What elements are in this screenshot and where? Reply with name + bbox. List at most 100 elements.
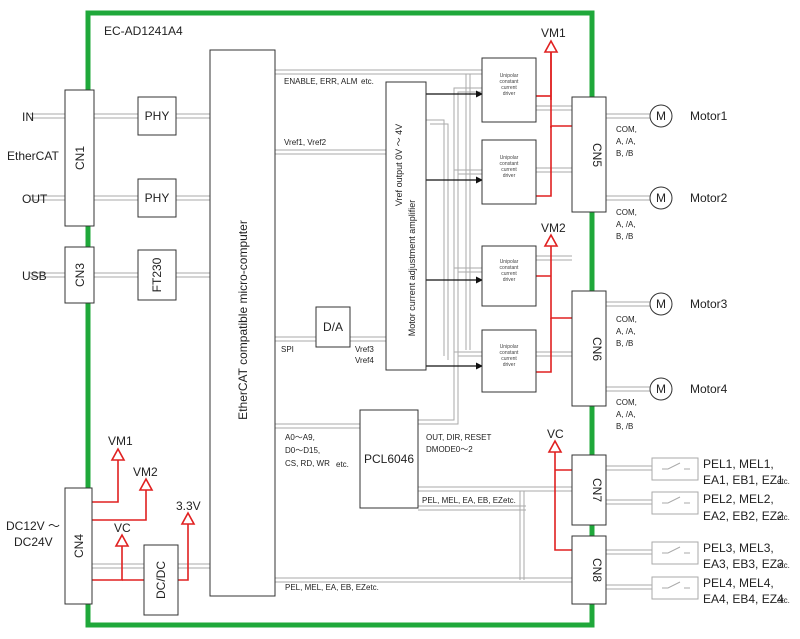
cn3-label: CN3 (73, 263, 87, 287)
ft230-block (137, 249, 177, 301)
svg-text:constant: constant (500, 161, 520, 167)
vref-arrows (426, 90, 483, 370)
sensor-switches (651, 457, 699, 600)
vref-out-label: Vref output 0V ～ 4V (394, 124, 404, 206)
motor-pin-labels: COM, A, /A, B, /B COM, A, /A, B, /B COM,… (616, 125, 637, 431)
svg-text:COM,: COM, (616, 398, 637, 407)
amp-block (385, 81, 427, 371)
out-dir-label: OUT, DIR, RESET (426, 433, 491, 442)
addr-label-1: A0～A9, (285, 433, 315, 442)
motor-2-symbol: M (656, 191, 666, 205)
svg-text:PEL4, MEL4,: PEL4, MEL4, (703, 576, 774, 590)
vm1-label-left: VM1 (108, 434, 133, 448)
svg-text:COM,: COM, (616, 315, 637, 324)
svg-text:Unipolar: Unipolar (500, 259, 519, 265)
ethercat-label: EtherCAT (7, 149, 59, 163)
motor-4-name: Motor4 (690, 382, 728, 396)
svg-text:Unipolar: Unipolar (500, 344, 519, 350)
ft230-label: FT230 (150, 257, 164, 292)
svg-text:B, /B: B, /B (616, 422, 633, 431)
svg-text:etc.: etc. (777, 513, 790, 522)
phy-block-1 (137, 96, 177, 136)
svg-text:constant: constant (500, 265, 520, 271)
svg-text:EA4, EB4, EZ4: EA4, EB4, EZ4 (703, 592, 784, 606)
svg-text:driver: driver (503, 362, 516, 368)
motor-3-name: Motor3 (690, 297, 728, 311)
svg-text:EA1, EB1, EZ1: EA1, EB1, EZ1 (703, 473, 784, 487)
cn6-label: CN6 (590, 337, 604, 361)
svg-text:COM,: COM, (616, 208, 637, 217)
cn1-label: CN1 (73, 146, 87, 170)
driver-block-1 (481, 57, 537, 123)
cn1-connector (64, 89, 95, 227)
driver-block-2 (481, 139, 537, 205)
vm2-label-mid: VM2 (541, 221, 566, 235)
svg-text:current: current (501, 271, 517, 277)
power-symbols (110, 39, 563, 547)
motor-1-name: Motor1 (690, 109, 728, 123)
signal-buses (30, 69, 652, 590)
svg-text:Unipolar: Unipolar (500, 73, 519, 79)
svg-text:B, /B: B, /B (616, 339, 633, 348)
addr-label-2: D0～D15, (285, 446, 320, 455)
svg-text:constant: constant (500, 79, 520, 85)
svg-text:B, /B: B, /B (616, 232, 633, 241)
motor-4-symbol: M (656, 382, 666, 396)
da-label: D/A (323, 320, 343, 334)
dcdc-label: DC/DC (154, 561, 168, 599)
svg-text:EA3, EB3, EZ3: EA3, EB3, EZ3 (703, 557, 784, 571)
svg-text:B, /B: B, /B (616, 149, 633, 158)
phy-label-1: PHY (145, 109, 170, 123)
phy-block-2 (137, 178, 177, 218)
cn5-connector (571, 96, 607, 213)
svg-text:etc.: etc. (777, 477, 790, 486)
svg-text:EA2, EB2, EZ2: EA2, EB2, EZ2 (703, 509, 784, 523)
cn7-connector (571, 454, 607, 526)
usb-label: USB (22, 269, 47, 283)
svg-text:A, /A,: A, /A, (616, 327, 636, 336)
mcu-label: EtherCAT compatible micro-computer (236, 220, 250, 420)
motor-3-symbol: M (656, 297, 666, 311)
svg-text:etc.: etc. (777, 561, 790, 570)
v33-label: 3.3V (176, 499, 201, 513)
dc-in-label-2: DC24V (14, 535, 53, 549)
svg-text:A, /A,: A, /A, (616, 220, 636, 229)
vref4-label: Vref4 (355, 356, 374, 365)
addr-label-3: CS, RD, WR (285, 459, 330, 468)
pel-mid-label: PEL, MEL, EA, EB, EZ (422, 496, 503, 505)
in-label: IN (22, 110, 34, 124)
out-label: OUT (22, 192, 48, 206)
dmode-label: DMODE0～2 (426, 445, 473, 454)
svg-text:current: current (501, 167, 517, 173)
driver-block-4 (481, 329, 537, 393)
pcl6046-block (359, 409, 419, 509)
vref3-label: Vref3 (355, 345, 374, 354)
mcu-block (209, 49, 276, 597)
pcl6046-label: PCL6046 (364, 452, 414, 466)
vm1-label-top: VM1 (541, 26, 566, 40)
svg-text:driver: driver (503, 277, 516, 283)
enable-etc-label: etc. (361, 77, 374, 86)
cn5-label: CN5 (590, 143, 604, 167)
svg-text:Unipolar: Unipolar (500, 155, 519, 161)
svg-text:PEL3, MEL3,: PEL3, MEL3, (703, 541, 774, 555)
cn4-connector (64, 487, 93, 605)
vref12-label: Vref1, Vref2 (284, 138, 327, 147)
driver-block-3 (481, 245, 537, 307)
cn4-label: CN4 (72, 534, 86, 558)
power-lines (92, 52, 572, 581)
dc-in-label-1: DC12V ～ (6, 519, 60, 533)
svg-text:PEL1, MEL1,: PEL1, MEL1, (703, 457, 774, 471)
svg-text:COM,: COM, (616, 125, 637, 134)
motor-symbols (649, 104, 673, 401)
svg-text:A, /A,: A, /A, (616, 410, 636, 419)
motor-1-symbol: M (656, 109, 666, 123)
svg-text:driver: driver (503, 91, 516, 97)
cn6-connector (571, 290, 607, 407)
addr-etc-label: etc. (336, 460, 349, 469)
phy-label-2: PHY (145, 191, 170, 205)
enable-signal-label: ENABLE, ERR, ALM (284, 77, 358, 86)
cn8-connector (571, 535, 607, 605)
vm2-label-left: VM2 (133, 465, 158, 479)
